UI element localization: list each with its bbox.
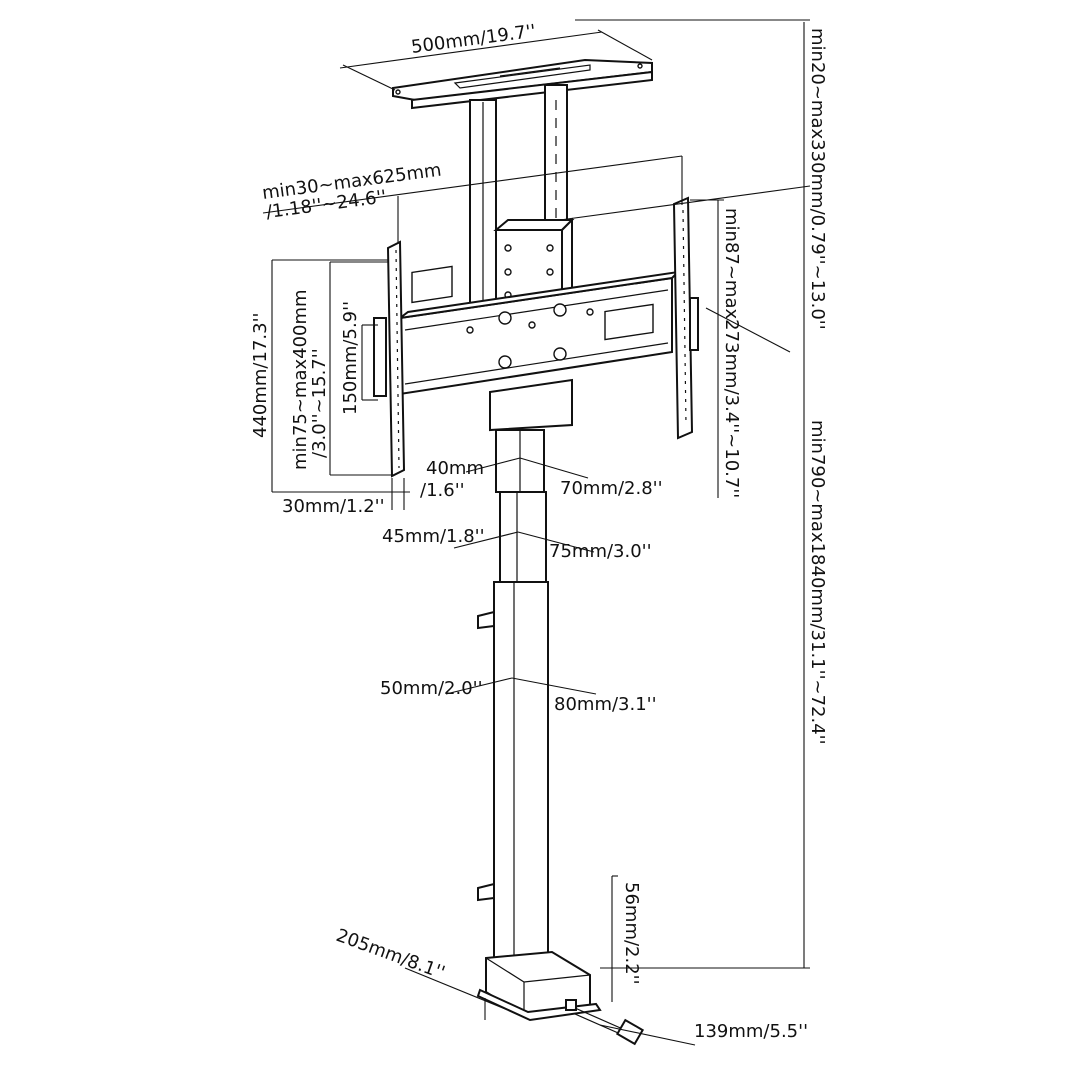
label-rail-height: 440mm/17.3'' <box>250 313 271 438</box>
label-column-height: min790~max1840mm/31.1''~72.4'' <box>807 420 828 745</box>
dimension-lines <box>262 19 811 1046</box>
label-tube3-w: 50mm/2.0'' <box>380 678 483 699</box>
label-base-width: 205mm/8.1'' <box>333 925 447 984</box>
carriage-block <box>493 217 575 313</box>
label-base-height: 56mm/2.2'' <box>621 882 642 985</box>
label-base-depth: 139mm/5.5'' <box>694 1021 808 1042</box>
label-bracket-height: 150mm/5.9'' <box>340 301 361 415</box>
label-vesa-h-2: /3.0''~15.7'' <box>309 348 330 458</box>
label-tube2-w: 45mm/1.8'' <box>382 526 485 547</box>
label-tube1-w-2: /1.6'' <box>420 480 465 501</box>
label-top-width: 500mm/19.7'' <box>410 21 537 58</box>
top-plate <box>392 58 653 110</box>
base-box <box>476 950 602 1022</box>
left-bracket <box>373 240 406 478</box>
label-tube1-d: 70mm/2.8'' <box>560 478 663 499</box>
label-vesa-h-1: min75~max400mm <box>290 289 311 470</box>
label-total-height-range: min20~max330mm/0.79''~13.0'' <box>807 28 828 330</box>
label-tube3-d: 80mm/3.1'' <box>554 694 657 715</box>
right-bracket <box>672 196 699 440</box>
label-vesa-v: min87~max273mm/3.4''~10.7'' <box>721 208 742 498</box>
vesa-plate <box>399 265 681 396</box>
column <box>477 378 573 963</box>
label-rail-depth: 30mm/1.2'' <box>282 496 385 517</box>
power-cable <box>574 1007 645 1046</box>
label-tube1-w-1: 40mm <box>426 458 484 479</box>
label-tube2-d: 75mm/3.0'' <box>549 541 652 562</box>
